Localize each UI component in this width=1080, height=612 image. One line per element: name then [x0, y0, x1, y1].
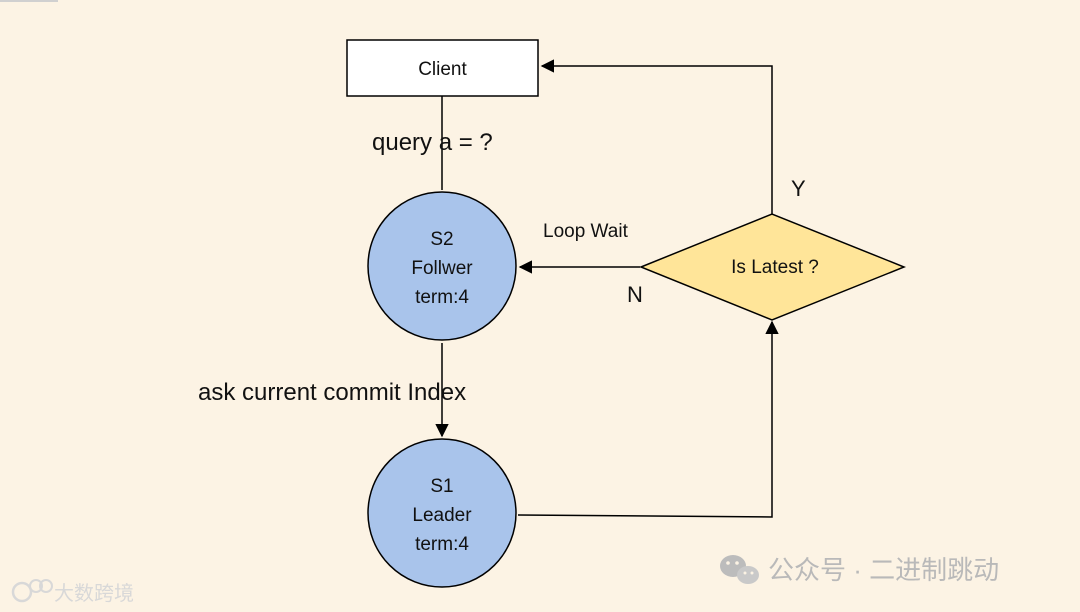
loop-wait-label: Loop Wait [543, 221, 629, 242]
s1-node: S1 Leader term:4 [367, 438, 517, 588]
no-label: N [627, 282, 643, 307]
client-label: Client [418, 59, 467, 80]
s1-term: term:4 [415, 534, 469, 555]
corner-mark [0, 0, 58, 2]
decision-label: Is Latest ? [731, 257, 819, 278]
edge-decision-client [540, 59, 773, 214]
yes-label: Y [791, 176, 806, 201]
client-node: Client [346, 39, 539, 97]
s1-name: S1 [430, 476, 453, 497]
ask-label: ask current commit Index [198, 379, 466, 406]
query-label: query a = ? [372, 129, 493, 156]
watermark-left-text: 大数跨境 [54, 582, 134, 605]
logo-icon [11, 579, 53, 603]
watermark-right: 公众号 · 二进制跳动 [720, 555, 999, 585]
edge-s1-decision [517, 320, 779, 518]
s1-role: Leader [412, 505, 472, 526]
s2-node: S2 Follwer term:4 [367, 191, 517, 341]
decision-node: Is Latest ? [639, 213, 907, 321]
s2-term: term:4 [415, 287, 469, 308]
watermark-right-text: 公众号 · 二进制跳动 [768, 555, 999, 585]
s2-name: S2 [430, 229, 453, 250]
s2-role: Follwer [411, 258, 473, 279]
watermark-left: 大数跨境 [11, 579, 134, 605]
wechat-icon [720, 555, 759, 584]
